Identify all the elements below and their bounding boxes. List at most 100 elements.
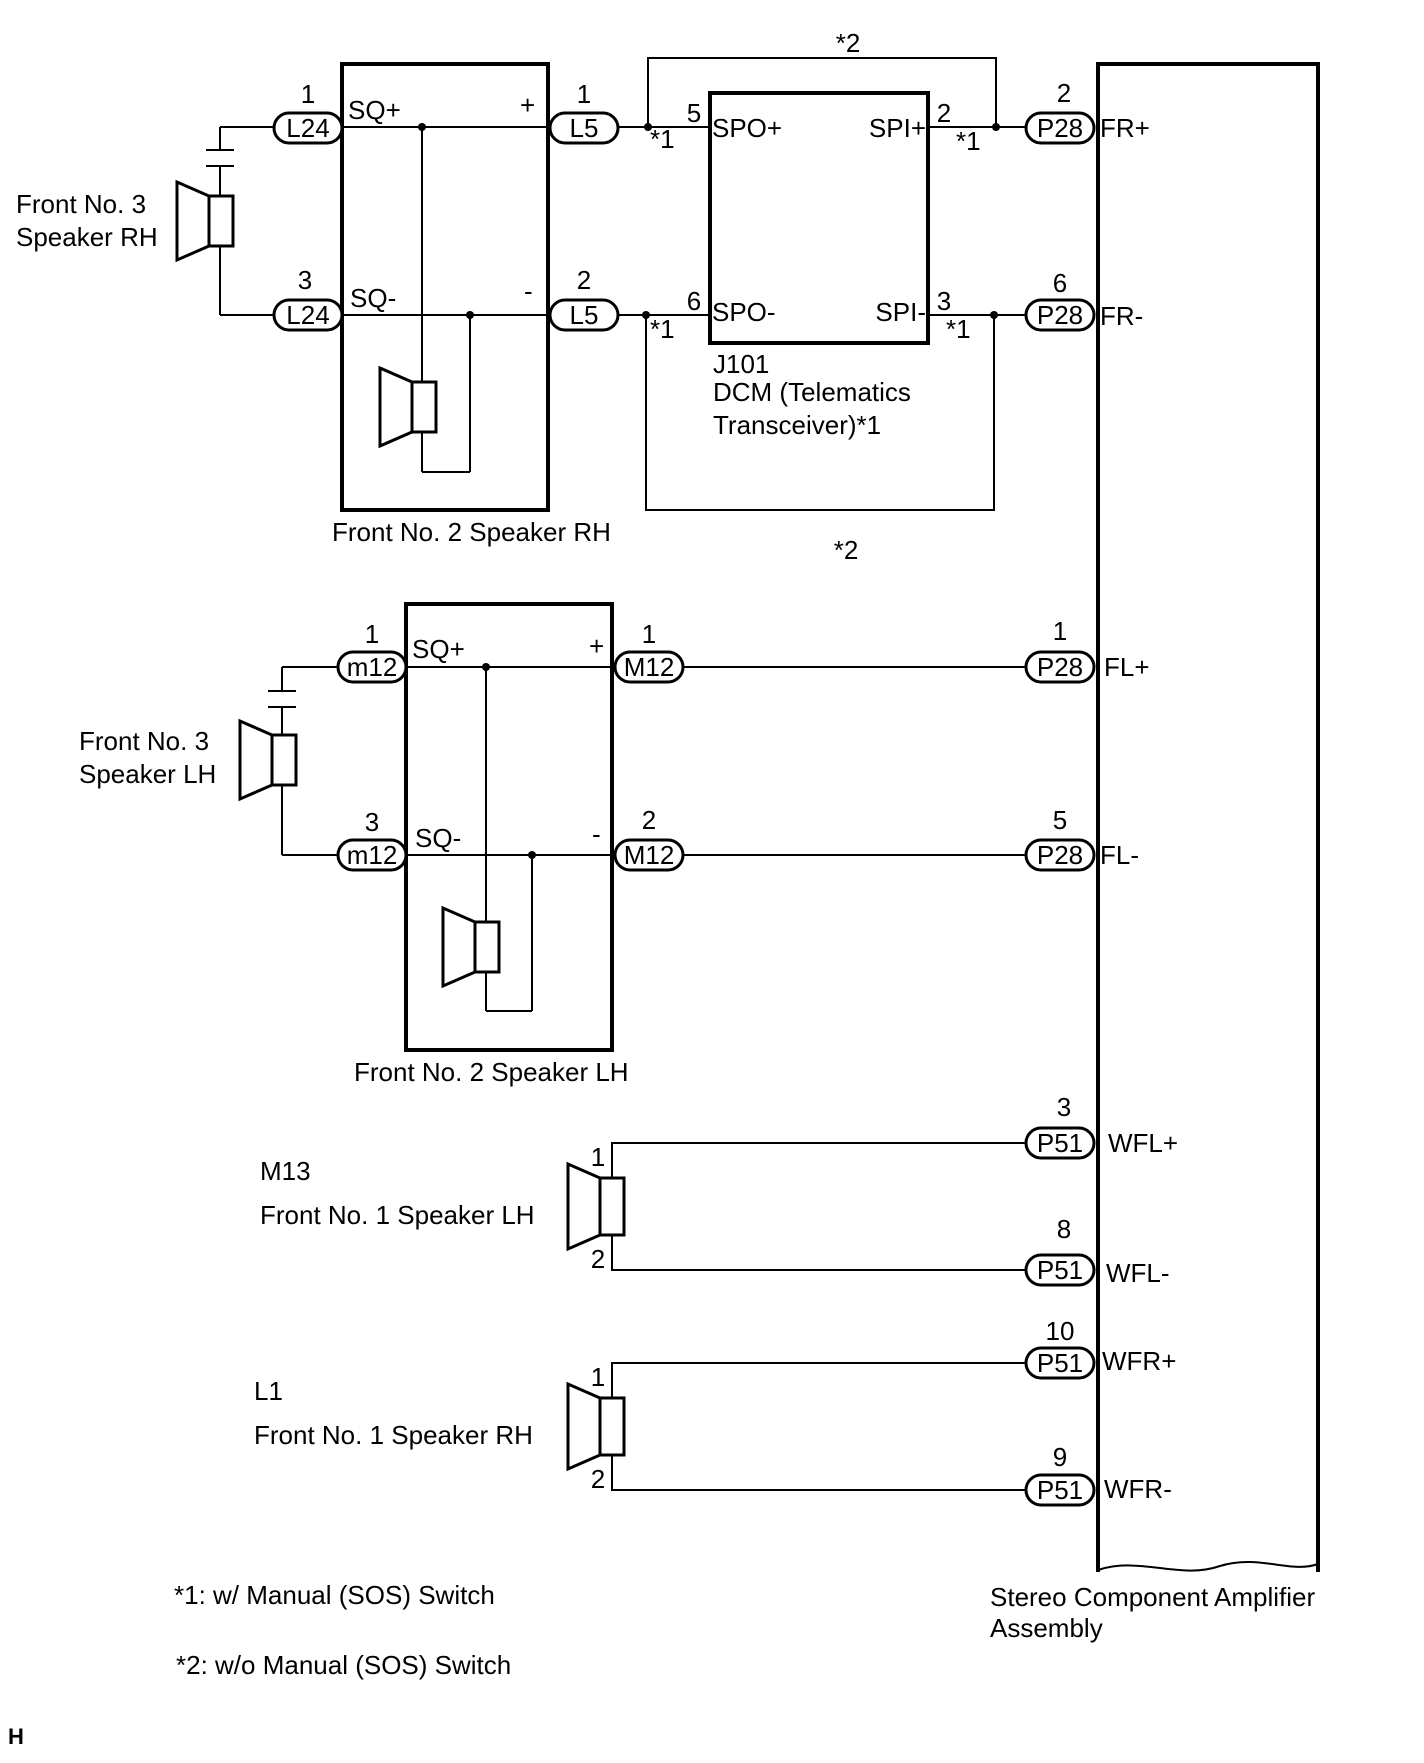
pin-number: 2 <box>1057 78 1071 108</box>
terminal-label: SPI+ <box>869 113 926 143</box>
terminal-label: FR+ <box>1100 113 1150 143</box>
connector-l24-bottom: L24 <box>272 298 344 332</box>
svg-text:L5: L5 <box>570 113 599 143</box>
pin-number: 3 <box>937 286 951 316</box>
footnote-1: *1: w/ Manual (SOS) Switch <box>174 1580 495 1610</box>
connector-p51-wfrp: P51 <box>1024 1346 1096 1380</box>
connector-p28-flp: P28 <box>1024 650 1096 684</box>
pin-number: 2 <box>577 265 591 295</box>
front-no2-speaker-lh-label: Front No. 2 Speaker LH <box>354 1057 629 1087</box>
svg-text:P28: P28 <box>1037 113 1083 143</box>
speaker-icon <box>441 905 501 989</box>
svg-text:m12: m12 <box>347 840 398 870</box>
svg-text:P51: P51 <box>1037 1348 1083 1378</box>
wires <box>219 57 1026 1491</box>
connector-p51-wflm: P51 <box>1024 1253 1096 1287</box>
dcm-id-label: J101 <box>713 349 769 379</box>
svg-text:P51: P51 <box>1037 1475 1083 1505</box>
connector-m12a-bottom: m12 <box>336 838 408 872</box>
pin-number: 3 <box>365 807 379 837</box>
speaker-icon <box>566 1161 626 1252</box>
svg-text:P28: P28 <box>1037 840 1083 870</box>
terminal-label: FL- <box>1100 840 1139 870</box>
svg-text:P28: P28 <box>1037 652 1083 682</box>
pin-number: 3 <box>1057 1092 1071 1122</box>
pin-number: 1 <box>365 619 379 649</box>
svg-text:M12: M12 <box>624 652 675 682</box>
terminal-label: FL+ <box>1104 652 1150 682</box>
front-no2-speaker-rh-label: Front No. 2 Speaker RH <box>332 517 611 547</box>
note-mark: *2 <box>834 535 859 565</box>
svg-text:P51: P51 <box>1037 1128 1083 1158</box>
pin-number: 6 <box>1053 268 1067 298</box>
front-no3-speaker-lh-label: Front No. 3 <box>79 726 209 756</box>
pin-number: 1 <box>591 1142 605 1172</box>
svg-text:m12: m12 <box>347 652 398 682</box>
connector-l24-top: L24 <box>272 111 344 145</box>
terminal-label: SQ- <box>415 823 461 853</box>
front-no3-speaker-rh-label: Front No. 3 <box>16 189 146 219</box>
footnote-2: *2: w/o Manual (SOS) Switch <box>176 1650 511 1680</box>
terminal-label: WFL- <box>1106 1258 1170 1288</box>
terminal-label: - <box>524 276 533 306</box>
pin-number: 8 <box>1057 1214 1071 1244</box>
terminal-label: SQ+ <box>348 95 401 125</box>
pin-number: 1 <box>301 79 315 109</box>
note-mark: *1 <box>650 124 675 154</box>
front-no1-speaker-lh-label: Front No. 1 Speaker LH <box>260 1200 535 1230</box>
speaker-icon <box>175 179 235 263</box>
pin-number: 1 <box>1053 616 1067 646</box>
stereo-amplifier <box>1096 62 1320 1572</box>
pin-number: 2 <box>642 805 656 835</box>
note-mark: *1 <box>650 314 675 344</box>
junction-dots <box>418 123 1000 859</box>
terminal-label: SPI- <box>875 297 926 327</box>
terminal-label: SQ+ <box>412 634 465 664</box>
note-mark: *1 <box>956 126 981 156</box>
svg-text:M12: M12 <box>624 840 675 870</box>
pin-number: 2 <box>937 98 951 128</box>
pin-number: 9 <box>1053 1442 1067 1472</box>
connector-m12a-top: m12 <box>336 650 408 684</box>
pin-number: 6 <box>687 286 701 316</box>
amplifier-label: Assembly <box>990 1613 1103 1643</box>
pin-number: 2 <box>591 1464 605 1494</box>
corner-mark: H <box>8 1724 24 1749</box>
note-mark: *2 <box>836 28 861 58</box>
connector-l5-bottom: L5 <box>548 298 620 332</box>
connector-l5-top: L5 <box>548 111 620 145</box>
connector-p51-wfrm: P51 <box>1024 1473 1096 1507</box>
terminal-label: SPO- <box>712 297 776 327</box>
pin-number: 2 <box>591 1244 605 1274</box>
terminal-label: SPO+ <box>712 113 782 143</box>
svg-text:P28: P28 <box>1037 300 1083 330</box>
terminal-label: WFR+ <box>1102 1346 1176 1376</box>
terminal-label: + <box>589 631 604 661</box>
terminal-label: SQ- <box>350 283 396 313</box>
svg-text:L24: L24 <box>286 113 329 143</box>
pin-number: 5 <box>1053 805 1067 835</box>
l1-id-label: L1 <box>254 1376 283 1406</box>
m13-id-label: M13 <box>260 1156 311 1186</box>
pin-number: 1 <box>642 619 656 649</box>
connector-m12b-bottom: M12 <box>613 838 685 872</box>
note-mark: *1 <box>946 314 971 344</box>
speaker-icon <box>238 718 298 802</box>
speaker-icon <box>378 365 438 449</box>
pin-number: 3 <box>298 265 312 295</box>
connector-p28-frm: P28 <box>1024 298 1096 332</box>
front-no3-speaker-lh-label: Speaker LH <box>79 759 216 789</box>
pin-number: 1 <box>577 79 591 109</box>
front-no3-speaker-rh-label: Speaker RH <box>16 222 158 252</box>
terminal-label: WFR- <box>1104 1474 1172 1504</box>
svg-text:L5: L5 <box>570 300 599 330</box>
connector-p28-flm: P28 <box>1024 838 1096 872</box>
connector-p28-frp: P28 <box>1024 111 1096 145</box>
pin-number: 1 <box>591 1362 605 1392</box>
terminal-label: FR- <box>1100 301 1143 331</box>
speaker-icon <box>566 1381 626 1472</box>
capacitor-lh <box>268 690 296 708</box>
svg-text:P51: P51 <box>1037 1255 1083 1285</box>
front-no2-speaker-lh-box <box>404 602 614 1052</box>
